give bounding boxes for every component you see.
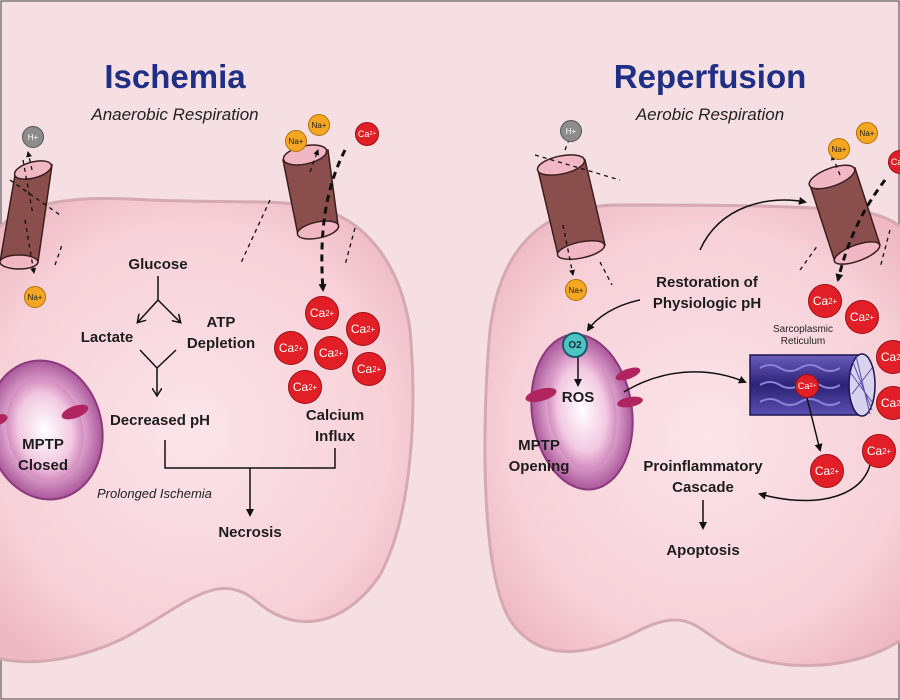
- ischemia-ion-flux-lines: [9, 149, 320, 274]
- h-efflux-arrow: [26, 151, 33, 171]
- reperfusion-na-ion-2: Na+: [856, 122, 878, 144]
- reperfusion-h-ion: H+: [560, 120, 582, 142]
- lactate-label: Lactate: [80, 329, 134, 346]
- ischemia-title: Ischemia: [104, 58, 246, 95]
- ischemia-na-ion-2: Na+: [308, 114, 330, 136]
- reperfusion-mitochondrion: [525, 333, 643, 491]
- reperfusion-ca-ion-3: Ca2+: [876, 340, 900, 374]
- ischemia-pathway-arrows: [138, 276, 336, 517]
- apoptosis-label: Apoptosis: [666, 542, 740, 559]
- necrosis-label: Necrosis: [218, 524, 282, 541]
- ischemia-h-ion: H+: [22, 126, 44, 148]
- reperfusion-na-ca-channel: [808, 164, 881, 265]
- prolonged-ischemia-label: Prolonged Ischemia: [97, 486, 212, 501]
- decreased-ph-label: Decreased pH: [109, 412, 211, 429]
- reperfusion-title: Reperfusion: [613, 58, 807, 95]
- calcium-influx-dashed-arrow: [318, 149, 347, 292]
- ischemia-na-ion-inside: Na+: [24, 286, 46, 308]
- ischemia-subtitle: Anaerobic Respiration: [91, 105, 259, 124]
- reperfusion-cell-membrane: [483, 203, 900, 668]
- ros-label: ROS: [561, 389, 595, 406]
- sarcoplasmic-reticulum-icon: [749, 353, 876, 417]
- ischemia-na-ion-1: Na+: [285, 130, 307, 152]
- reperfusion-ca-ion-4: Ca2+: [876, 386, 900, 420]
- reperfusion-ca-side-line: [879, 229, 891, 269]
- glucose-label: Glucose: [128, 256, 188, 273]
- reperfusion-pathway-arrows: [574, 196, 871, 530]
- ca-channel-side-line: [344, 227, 356, 266]
- oxygen-molecule: O2: [562, 332, 588, 358]
- reperfusion-na-ion-1: Na+: [828, 138, 850, 160]
- reperfusion-na-ion-inside: Na+: [565, 279, 587, 301]
- ischemia-mitochondrion: [0, 359, 104, 501]
- reperfusion-subtitle: Aerobic Respiration: [635, 105, 785, 124]
- reperfusion-h-channel: [536, 154, 606, 261]
- ischemia-h-channel: [0, 160, 53, 270]
